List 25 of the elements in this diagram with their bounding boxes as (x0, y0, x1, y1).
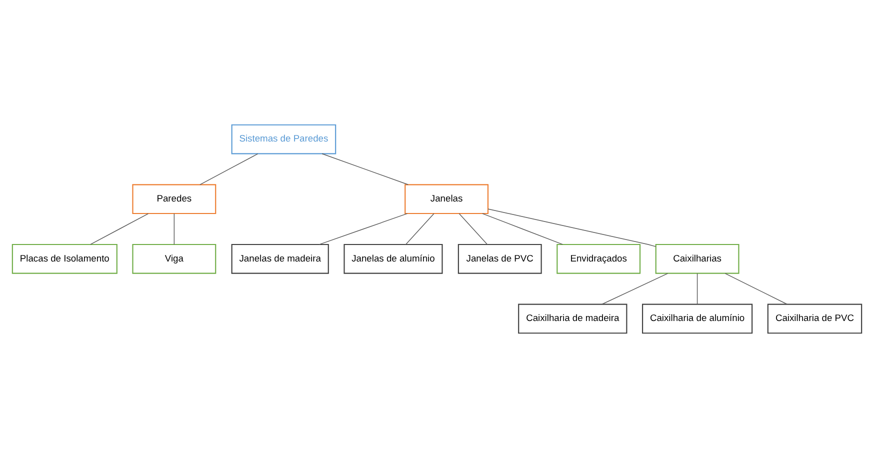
connector (319, 212, 408, 244)
connector (174, 212, 175, 244)
connector (602, 272, 668, 304)
node-box: Viga (132, 243, 216, 274)
node-box: Janelas de madeira (231, 243, 329, 274)
node-box: Envidraçados (556, 243, 641, 274)
connector (405, 212, 434, 244)
node-box: Sistemas de Paredes (231, 124, 336, 154)
node-box: Paredes (132, 184, 216, 214)
node-box: Janelas (404, 184, 489, 214)
connector (696, 272, 698, 304)
connector (90, 212, 149, 244)
connector (200, 152, 258, 184)
node-box: Janelas de alumínio (344, 243, 443, 274)
connector (322, 152, 408, 184)
node-box: Caixilharia de alumínio (642, 303, 753, 334)
node-box: Placas de Isolamento (12, 243, 118, 274)
connector (482, 212, 564, 244)
connector (488, 208, 656, 246)
node-box: Janelas de PVC (458, 243, 542, 274)
connector (458, 212, 488, 244)
node-box: Caixilharia de PVC (767, 303, 862, 334)
node-box: Caixilharias (655, 243, 740, 274)
node-box: Caixilharia de madeira (518, 303, 628, 334)
connector (724, 272, 788, 304)
